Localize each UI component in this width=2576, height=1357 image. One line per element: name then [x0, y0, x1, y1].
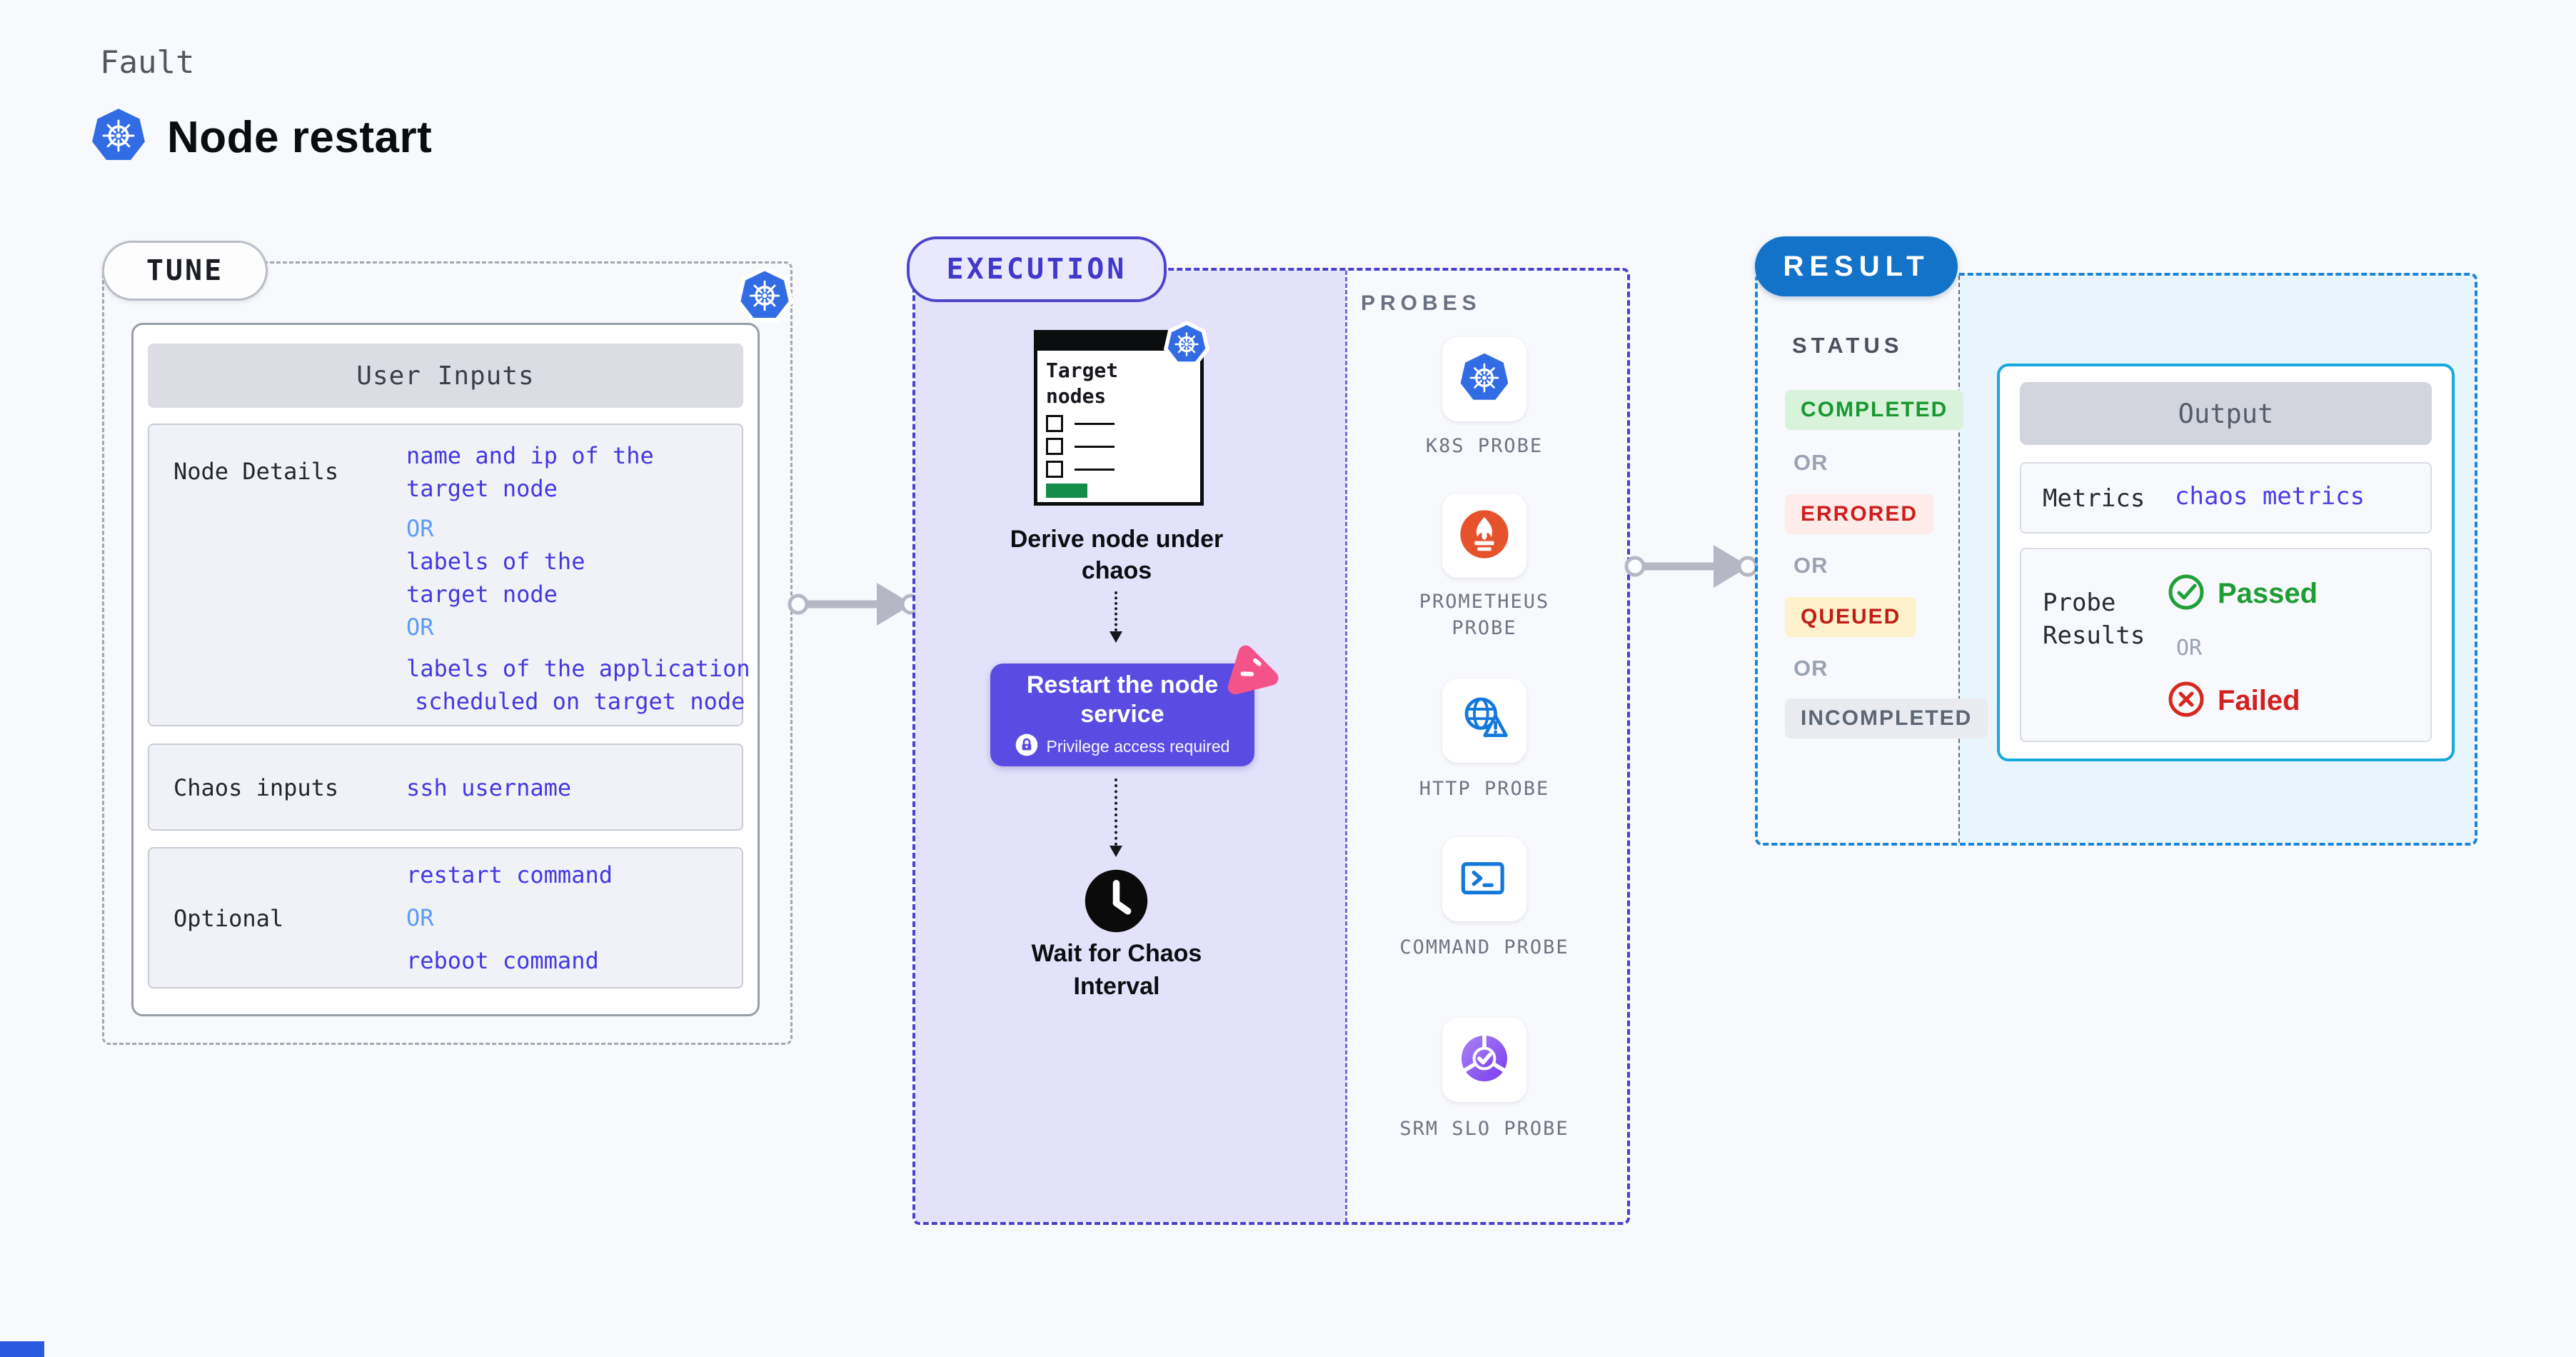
- line: [1075, 468, 1115, 471]
- probe-label: HTTP PROBE: [1419, 778, 1550, 800]
- user-inputs-header: User Inputs: [148, 344, 743, 408]
- or-separator: OR: [1793, 450, 1828, 475]
- restart-button-label: Restart the node service: [1026, 671, 1219, 728]
- probe-results-row: Probe Results Passed OR: [2020, 548, 2432, 742]
- command-probe-card: [1442, 837, 1526, 921]
- checkbox-icon: [1046, 415, 1063, 432]
- input-value: target node: [406, 581, 558, 608]
- metrics-value: chaos metrics: [2175, 482, 2365, 511]
- or-separator: OR: [1793, 553, 1828, 578]
- page-title: Node restart: [167, 113, 433, 162]
- status-label: STATUS: [1792, 333, 1903, 358]
- execution-pill: EXECUTION: [907, 236, 1167, 302]
- target-nodes-title: Target nodes: [1046, 359, 1119, 408]
- flow-arrow: [1622, 534, 1762, 599]
- input-value: restart command: [406, 861, 613, 888]
- probe-results-label: Probe Results: [2043, 589, 2145, 650]
- or-separator: OR: [406, 904, 434, 931]
- k8s-probe-card: [1442, 337, 1526, 421]
- passed-label: Passed: [2218, 578, 2318, 609]
- down-arrow: [1110, 778, 1122, 857]
- probe-results-values: Passed OR Failed: [2168, 574, 2318, 721]
- probe-label: PROMETHEUS PROBE: [1419, 591, 1550, 639]
- terminal-icon: [1458, 851, 1511, 908]
- probe-label: SRM SLO PROBE: [1399, 1118, 1569, 1140]
- privilege-row: Privilege access required: [1015, 733, 1230, 760]
- flow-arrow: [785, 572, 925, 636]
- passed-row: Passed: [2168, 574, 2318, 614]
- kubernetes-icon: [1457, 351, 1511, 409]
- checkbox-icon: [1046, 461, 1063, 478]
- privilege-label: Privilege access required: [1046, 736, 1230, 756]
- fault-eyebrow: Fault: [100, 44, 195, 81]
- status-divider: [1958, 276, 1960, 843]
- probe-label: K8S PROBE: [1425, 435, 1544, 457]
- prometheus-probe-card: [1442, 494, 1526, 578]
- output-header: Output: [2020, 382, 2432, 445]
- failed-label: Failed: [2218, 685, 2300, 716]
- probes-label: PROBES: [1361, 291, 1481, 315]
- chaos-icon: [1213, 634, 1287, 708]
- checkbox-row: [1046, 461, 1200, 478]
- user-inputs-table: User Inputs Node Details name and ip of …: [131, 323, 760, 1016]
- metrics-row: Metrics chaos metrics: [2020, 462, 2432, 534]
- or-separator: OR: [2176, 636, 2203, 661]
- down-arrow: [1110, 591, 1122, 643]
- input-value: labels of the: [406, 548, 585, 575]
- kubernetes-icon: [89, 106, 149, 169]
- title-row: Node restart: [89, 106, 432, 169]
- status-badge-completed: COMPLETED: [1785, 390, 1964, 430]
- status-badge-errored: ERRORED: [1785, 494, 1934, 534]
- status-badge-queued: QUEUED: [1785, 597, 1917, 637]
- node-details-row: Node Details name and ip of the target n…: [148, 424, 750, 726]
- result-pill: RESULT: [1755, 236, 1958, 296]
- kubernetes-icon: [1162, 320, 1211, 372]
- optional-row: Optional restart command OR reboot comma…: [148, 847, 743, 988]
- line: [1075, 445, 1115, 448]
- clock-icon: [1082, 867, 1150, 935]
- row-label: Optional: [173, 905, 284, 932]
- prometheus-icon: [1456, 506, 1513, 566]
- input-value: ssh username: [406, 774, 572, 801]
- checkbox-row: [1046, 415, 1200, 432]
- tune-section: [102, 261, 793, 1045]
- lock-icon: [1015, 733, 1038, 760]
- http-probe-card: [1442, 678, 1526, 763]
- chaos-inputs-row: Chaos inputs ssh username: [148, 743, 743, 831]
- metrics-label: Metrics: [2043, 484, 2145, 513]
- kubernetes-icon: [734, 265, 795, 330]
- tune-pill: TUNE: [102, 241, 268, 301]
- status-badge-incompleted: INCOMPLETED: [1785, 698, 1988, 738]
- derive-node-step: Derive node under chaos: [1010, 526, 1224, 584]
- input-value: name and ip of the: [406, 442, 654, 469]
- or-separator: OR: [406, 515, 434, 542]
- checkbox-row: [1046, 438, 1200, 455]
- row-label: Chaos inputs: [173, 774, 339, 801]
- input-value: target node: [406, 475, 558, 502]
- x-circle-icon: [2168, 681, 2205, 721]
- output-table: Output Metrics chaos metrics Probe Resul…: [1997, 364, 2455, 761]
- or-separator: OR: [406, 614, 434, 641]
- input-value: labels of the application: [406, 655, 750, 682]
- srm-slo-probe-card: [1442, 1018, 1526, 1102]
- slo-check-icon: [1456, 1030, 1513, 1091]
- probes-divider: [1345, 271, 1347, 1222]
- line: [1075, 422, 1115, 425]
- probe-label: COMMAND PROBE: [1399, 936, 1569, 958]
- or-separator: OR: [1793, 656, 1828, 681]
- checkbox-icon: [1046, 438, 1063, 455]
- input-value: reboot command: [406, 947, 599, 974]
- restart-node-service-button: Restart the node service Privilege acces…: [990, 664, 1254, 766]
- failed-row: Failed: [2168, 681, 2318, 721]
- row-label: Node Details: [173, 458, 339, 485]
- globe-alert-icon: [1456, 691, 1512, 751]
- check-circle-icon: [2168, 574, 2205, 614]
- wait-chaos-step: Wait for Chaos Interval: [1031, 940, 1202, 1000]
- progress-bar: [1046, 484, 1087, 498]
- input-value: scheduled on target node: [415, 688, 745, 715]
- blue-edge-bar: [0, 1341, 44, 1357]
